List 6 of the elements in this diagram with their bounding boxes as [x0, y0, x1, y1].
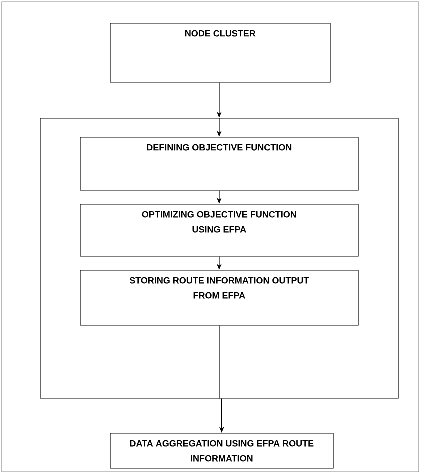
process-box: DATA AGGREGATION USING EFPA ROUTE INFORMATION [110, 433, 334, 469]
process-box: DEFINING OBJECTIVE FUNCTION [80, 137, 359, 191]
process-box: STORING ROUTE INFORMATION OUTPUT FROM EFPA [80, 270, 359, 326]
process-box: NODE CLUSTER [110, 23, 331, 83]
group-box [40, 118, 399, 399]
process-box: OPTIMIZING OBJECTIVE FUNCTION USING EFPA [80, 204, 359, 257]
